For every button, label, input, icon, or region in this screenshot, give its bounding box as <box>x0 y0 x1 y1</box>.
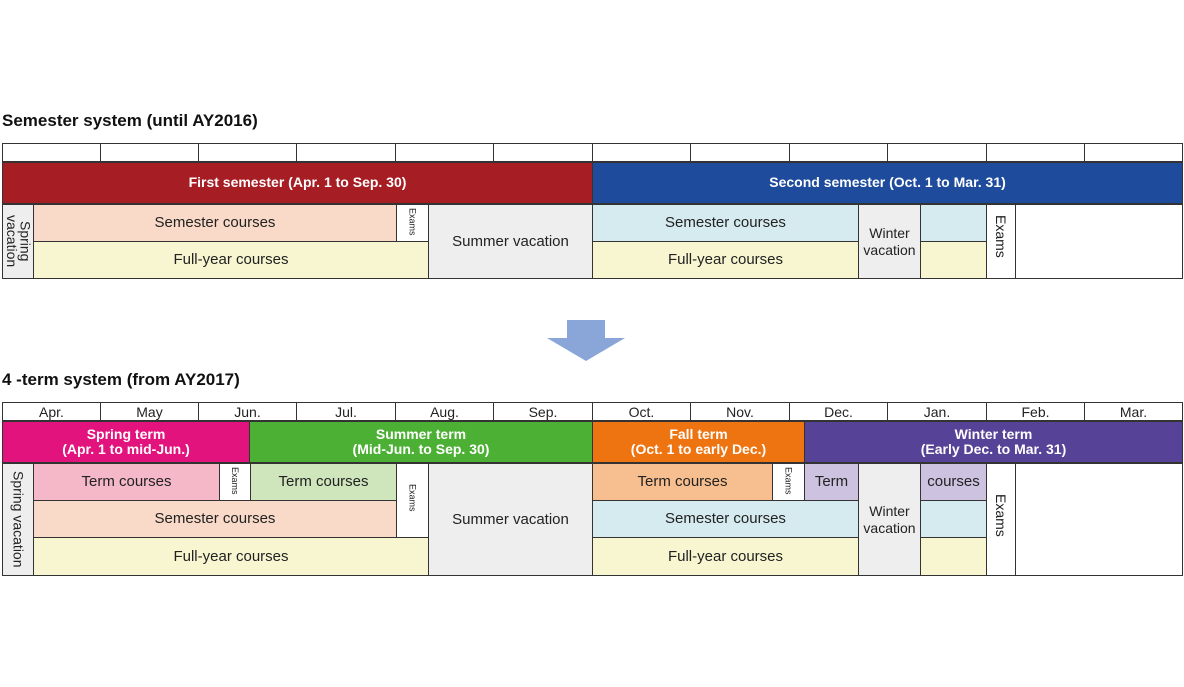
spring-vacation-cell: Spring vacation <box>2 463 34 576</box>
fall-term-dates: (Oct. 1 to early Dec.) <box>630 441 767 457</box>
semester-month-cell <box>592 143 691 162</box>
fall-term-band: Fall term (Oct. 1 to early Dec.) <box>592 421 805 463</box>
full-year-courses-winter-tail-cell <box>920 537 987 576</box>
month-label: May <box>100 402 199 421</box>
semester-month-cell <box>887 143 987 162</box>
exams-summer-cell: Exams <box>396 463 429 538</box>
month-label: Feb. <box>986 402 1085 421</box>
spring-term-dates: (Apr. 1 to mid-Jun.) <box>62 441 190 457</box>
semester-courses-winter-tail-cell <box>920 500 987 538</box>
winter-vacation-cell: Winter vacation <box>858 204 921 279</box>
semester-system-title: Semester system (until AY2016) <box>2 111 258 130</box>
month-label: Sep. <box>493 402 593 421</box>
spring-term-name: Spring term <box>86 425 166 442</box>
down-arrow-icon <box>547 320 625 361</box>
semester-month-cell <box>690 143 790 162</box>
spring-term-band: Spring term (Apr. 1 to mid-Jun.) <box>2 421 250 463</box>
month-label: Jan. <box>887 402 987 421</box>
semester-month-cell <box>1084 143 1183 162</box>
semester-empty-cell <box>1015 204 1183 279</box>
full-year-courses-second-tail-cell <box>920 241 987 279</box>
semester-courses-second-tail-cell <box>920 204 987 242</box>
full-year-courses-second-cell: Full-year courses <box>592 537 859 576</box>
summer-term-band: Summer term (Mid-Jun. to Sep. 30) <box>249 421 593 463</box>
month-label: Jun. <box>198 402 297 421</box>
exams-fall-cell: Exams <box>772 463 805 501</box>
semester-month-cell <box>395 143 494 162</box>
summer-term-name: Summer term <box>375 425 467 442</box>
semester-month-cell <box>789 143 888 162</box>
month-label: Dec. <box>789 402 888 421</box>
semester-courses-fall-winter-cell: Semester courses <box>592 500 859 538</box>
term-winter-left-cell: Term <box>804 463 859 501</box>
summer-term-dates: (Mid-Jun. to Sep. 30) <box>352 441 490 457</box>
semester-month-cell <box>2 143 101 162</box>
second-semester-band: Second semester (Oct. 1 to Mar. 31) <box>592 162 1183 204</box>
month-label: Mar. <box>1084 402 1183 421</box>
full-year-courses-second-cell: Full-year courses <box>592 241 859 279</box>
winter-term-band: Winter term (Early Dec. to Mar. 31) <box>804 421 1183 463</box>
term-courses-summer-cell: Term courses <box>250 463 397 501</box>
month-label: Aug. <box>395 402 494 421</box>
spring-vacation-cell: Spring vacation <box>2 204 34 279</box>
semester-month-cell <box>493 143 593 162</box>
semester-courses-spring-summer-cell: Semester courses <box>33 500 397 538</box>
semester-courses-second-cell: Semester courses <box>592 204 859 242</box>
term-courses-spring-cell: Term courses <box>33 463 220 501</box>
exams-spring-cell: Exams <box>219 463 251 501</box>
summer-vacation-cell: Summer vacation <box>428 463 593 576</box>
month-label: Apr. <box>2 402 101 421</box>
exams-second-cell: Exams <box>986 204 1016 279</box>
winter-vacation-cell: Winter vacation <box>858 463 921 576</box>
exams-first-cell: Exams <box>396 204 429 242</box>
winter-term-dates: (Early Dec. to Mar. 31) <box>920 441 1067 457</box>
month-label: Jul. <box>296 402 396 421</box>
term-system-title: 4 -term system (from AY2017) <box>2 370 240 389</box>
month-label: Nov. <box>690 402 790 421</box>
summer-vacation-cell: Summer vacation <box>428 204 593 279</box>
semester-month-cell <box>198 143 297 162</box>
first-semester-band: First semester (Apr. 1 to Sep. 30) <box>2 162 593 204</box>
winter-term-name: Winter term <box>954 425 1033 442</box>
semester-month-cell <box>100 143 199 162</box>
fall-term-name: Fall term <box>669 425 728 442</box>
exams-winter-cell: Exams <box>986 463 1016 576</box>
semester-courses-first-cell: Semester courses <box>33 204 397 242</box>
semester-month-cell <box>296 143 396 162</box>
term-empty-cell <box>1015 463 1183 576</box>
semester-month-cell <box>986 143 1085 162</box>
term-courses-fall-cell: Term courses <box>592 463 773 501</box>
courses-winter-right-cell: courses <box>920 463 987 501</box>
month-label: Oct. <box>592 402 691 421</box>
full-year-courses-first-cell: Full-year courses <box>33 241 429 279</box>
full-year-courses-first-cell: Full-year courses <box>33 537 429 576</box>
